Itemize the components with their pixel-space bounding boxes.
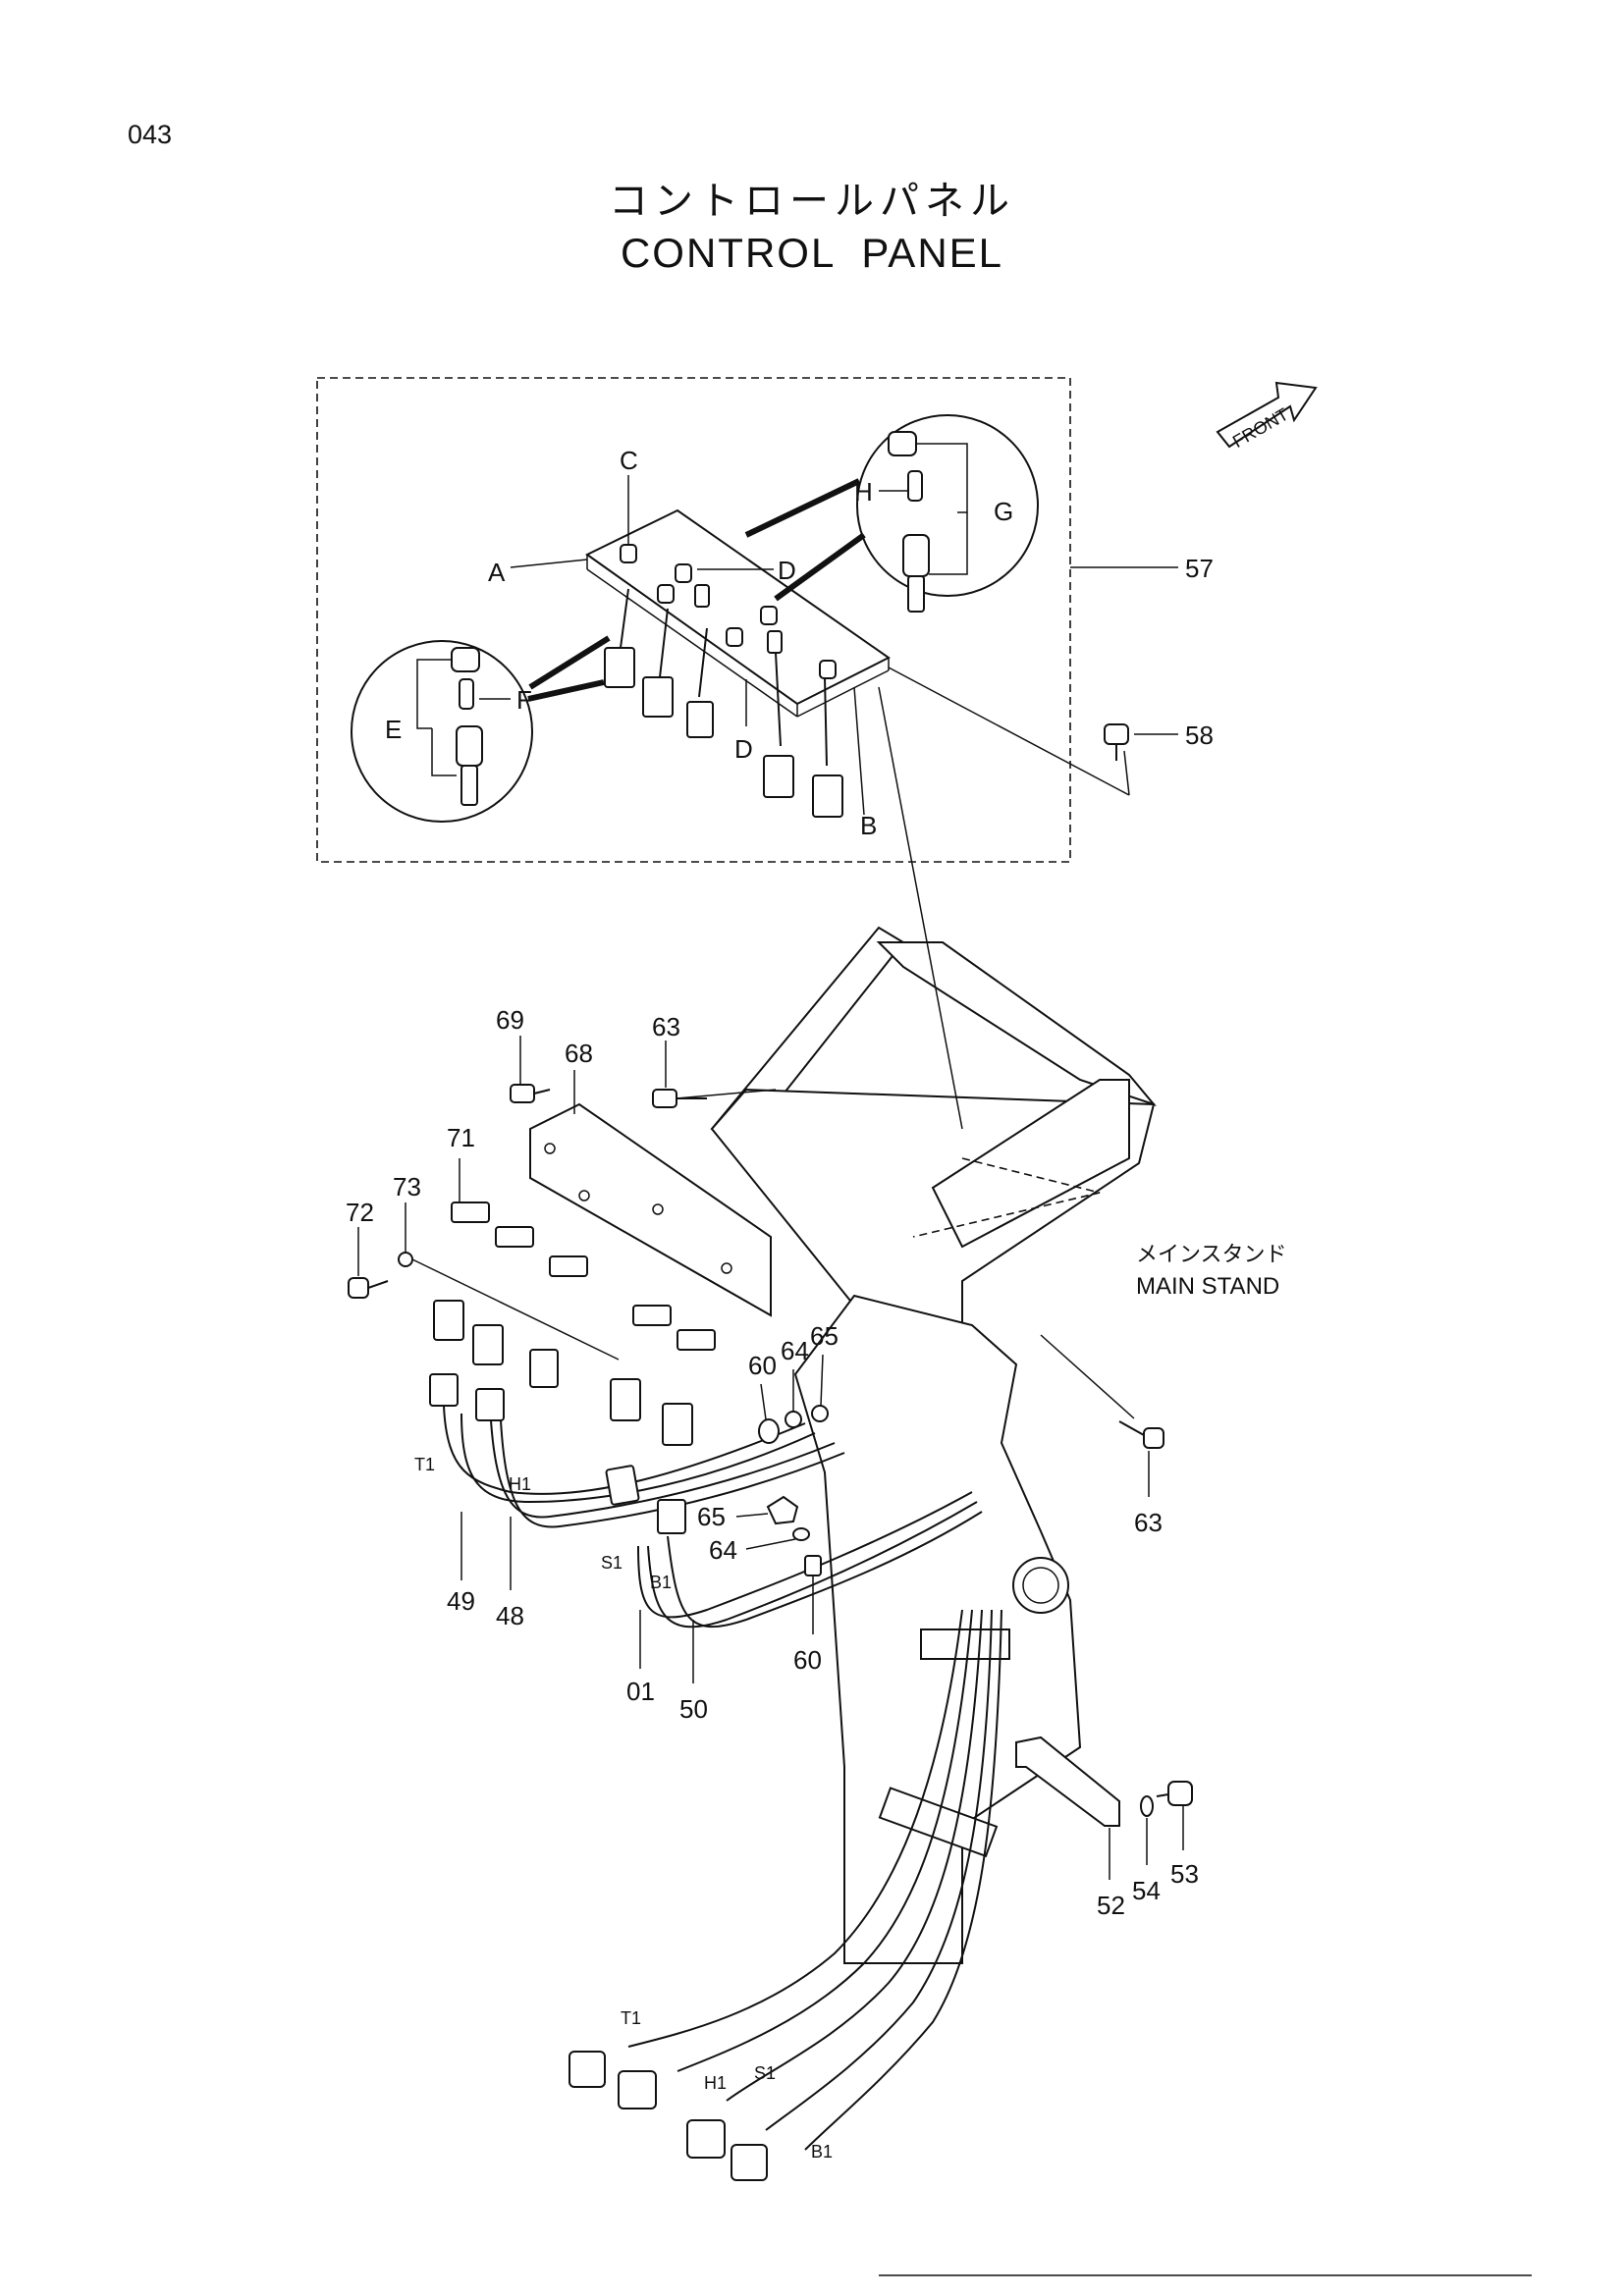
wire-tag-B1-bottom: B1 — [811, 2142, 833, 2162]
callout-65-top: 65 — [810, 1321, 839, 1351]
callout-54: 54 — [1132, 1876, 1161, 1905]
callout-72: 72 — [346, 1198, 374, 1227]
callout-71: 71 — [447, 1123, 475, 1152]
callout-73: 73 — [393, 1172, 421, 1201]
wire-tag-B1-top: B1 — [650, 1573, 672, 1592]
callout-49: 49 — [447, 1586, 475, 1616]
control-plate — [585, 508, 891, 718]
callout-F: F — [516, 685, 532, 715]
bracket-52-assembly: 52 54 53 — [1015, 1735, 1199, 1920]
detail-view-box: 57 C A D D B — [316, 377, 1214, 863]
clips-and-fasteners: 71 73 72 — [346, 1123, 716, 1361]
callout-68: 68 — [565, 1039, 593, 1068]
callout-64-top: 64 — [781, 1336, 809, 1365]
bracket-connectors — [433, 1300, 693, 1446]
wire-tag-T1-top: T1 — [414, 1455, 435, 1474]
front-arrow-icon: FRONT — [1216, 381, 1318, 452]
clamps-and-nuts: 60 64 65 65 64 60 — [697, 1321, 839, 1675]
callout-64-mid: 64 — [709, 1535, 737, 1565]
main-stand — [710, 686, 1158, 1964]
callout-01: 01 — [626, 1677, 655, 1706]
callout-B: B — [860, 811, 877, 840]
callout-69: 69 — [496, 1005, 524, 1035]
wire-tag-S1-top: S1 — [601, 1553, 623, 1573]
title-english: CONTROL PANEL — [620, 230, 1004, 276]
callout-60-top: 60 — [748, 1351, 777, 1380]
callout-57: 57 — [1185, 554, 1214, 583]
page-number: 043 — [128, 120, 173, 149]
callout-63-top: 63 — [652, 1012, 680, 1041]
callout-52: 52 — [1097, 1891, 1125, 1920]
wire-tag-S1-bottom: S1 — [754, 2063, 776, 2083]
callout-C: C — [620, 446, 638, 475]
callout-E: E — [385, 715, 402, 744]
callout-A: A — [488, 558, 506, 587]
wire-harnesses — [429, 1373, 1002, 2181]
callout-65-mid: 65 — [697, 1502, 726, 1531]
wire-tag-H1-top: H1 — [509, 1474, 531, 1494]
bracket-68: 68 69 63 — [496, 1005, 777, 1317]
detail-circle-right: G H — [744, 414, 1039, 613]
callout-63-right: 63 — [1134, 1508, 1163, 1537]
callout-50: 50 — [679, 1694, 708, 1724]
plate-wire-connectors — [604, 588, 843, 818]
callout-H: H — [854, 477, 873, 507]
callout-53: 53 — [1170, 1859, 1199, 1889]
callout-G: G — [994, 497, 1013, 526]
wire-tag-H1-bottom: H1 — [704, 2073, 727, 2093]
callout-60-bottom: 60 — [793, 1645, 822, 1675]
detail-circle-left: E F — [351, 635, 611, 823]
wire-tag-T1-bottom: T1 — [621, 2008, 641, 2028]
main-stand-label-japanese: メインスタンド — [1136, 1243, 1287, 1267]
title-japanese: コントロールパネル — [609, 179, 1015, 224]
callout-D2: D — [734, 734, 753, 764]
callout-48: 48 — [496, 1601, 524, 1630]
callout-D1: D — [778, 556, 796, 585]
main-stand-label-english: MAIN STAND — [1136, 1273, 1279, 1300]
callout-58: 58 — [1185, 721, 1214, 750]
bolt-63-right: 63 — [1040, 1334, 1164, 1537]
